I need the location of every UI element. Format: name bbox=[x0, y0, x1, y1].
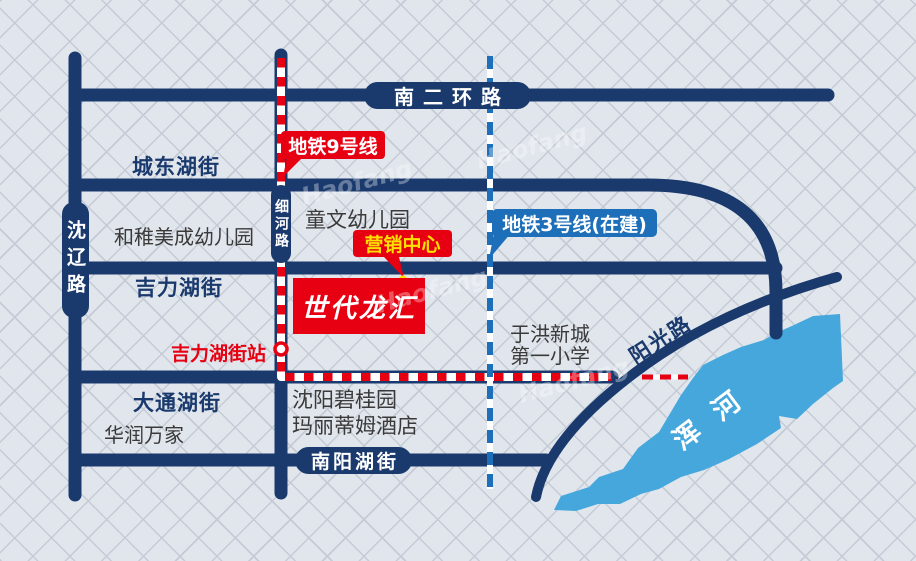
road-label-nanerhuan: 南二环路 bbox=[394, 85, 510, 109]
line9-label-tail bbox=[283, 157, 303, 177]
road-pill-nanerhuan: 南二环路 bbox=[364, 82, 531, 109]
sales-center-label: 营销中心 bbox=[364, 234, 441, 256]
road-label-xihe: 细河路 bbox=[273, 198, 289, 250]
poi-hotel-line2: 玛丽蒂姆酒店 bbox=[292, 414, 418, 439]
poi-school-line2: 第一小学 bbox=[510, 344, 590, 369]
road-pill-shenliao: 沈辽路 bbox=[62, 202, 89, 318]
poi-school-line1: 于洪新城 bbox=[510, 322, 590, 346]
poi-hotel: 沈阳碧桂园 玛丽蒂姆酒店 bbox=[292, 387, 418, 439]
poi-supermarket: 华润万家 bbox=[104, 423, 184, 447]
poi-school: 于洪新城 第一小学 bbox=[510, 323, 590, 368]
road-pill-nanyanghu: 南阳湖街 bbox=[295, 447, 412, 474]
poi-kindergarten-hezhimeicheng: 和稚美成幼儿园 bbox=[114, 225, 254, 249]
road-label-jilihu: 吉力湖街 bbox=[135, 276, 223, 300]
road-pill-xihe: 细河路 bbox=[271, 185, 291, 263]
sales-center-box: 营销中心 bbox=[353, 230, 452, 257]
road-label-chengdonghu: 城东湖街 bbox=[132, 155, 220, 179]
project-name: 世代龙汇 bbox=[300, 293, 417, 324]
metro3-label-box: 地铁3号线(在建) bbox=[492, 209, 657, 237]
station-marker bbox=[273, 341, 289, 357]
project-box: 世代龙汇 bbox=[293, 278, 425, 334]
road-label-nanyanghu: 南阳湖街 bbox=[310, 451, 399, 473]
chengdonghu-road-line bbox=[68, 178, 783, 340]
road-label-datonghu: 大通湖街 bbox=[133, 391, 221, 415]
road-label-shenliao: 沈辽路 bbox=[64, 219, 86, 301]
metro9-line bbox=[277, 58, 612, 381]
poi-hotel-line1: 沈阳碧桂园 bbox=[292, 388, 397, 412]
poi-kindergarten-tongwen: 童文幼儿园 bbox=[305, 208, 410, 232]
metro3-label: 地铁3号线(在建) bbox=[502, 213, 647, 236]
sales-center-tail bbox=[384, 257, 404, 278]
line3-label-tail bbox=[489, 233, 511, 259]
hun-river-shape bbox=[554, 314, 843, 511]
station-label: 吉力湖街站 bbox=[171, 343, 267, 365]
metro9-label: 地铁9号线 bbox=[288, 135, 378, 158]
metro9-label-box: 地铁9号线 bbox=[281, 131, 385, 159]
yangguang-road-line bbox=[531, 272, 842, 502]
